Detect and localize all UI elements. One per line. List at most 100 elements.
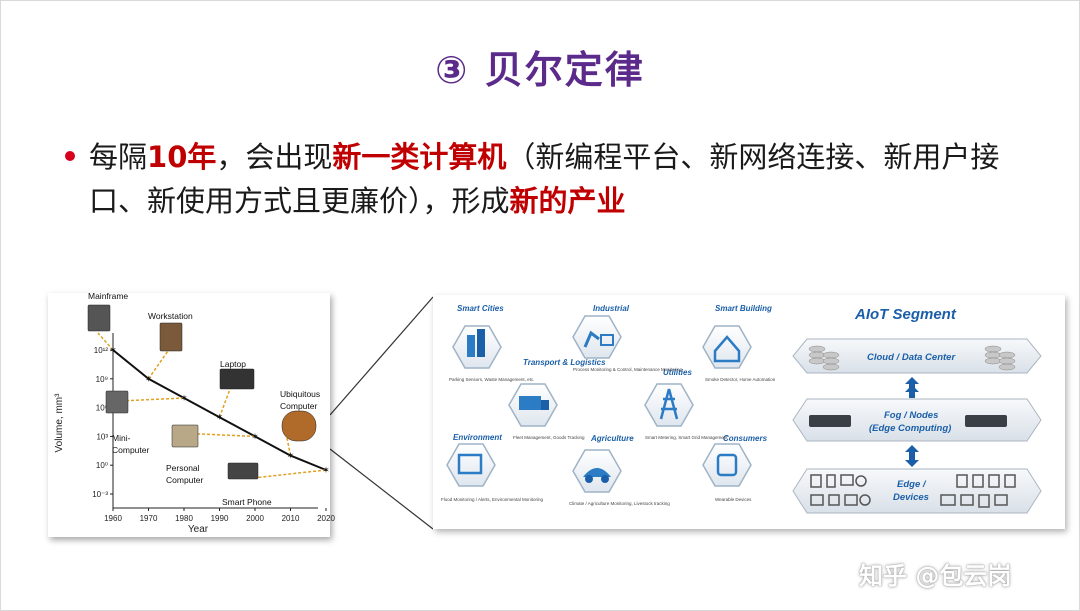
database-icon (808, 345, 1016, 371)
label-utilities: Utilities (663, 368, 692, 377)
connector-line (177, 432, 256, 438)
tier-fog: Fog / Nodes (Edge Computing) (792, 398, 1042, 442)
vertical-industrial (572, 315, 622, 359)
text-part: （新编程平台、新网络连接、新用户接口、新使用方式且更廉价），形成 (89, 140, 1000, 218)
text-part: ，会出现 (216, 140, 333, 174)
laptop-icon (219, 368, 255, 390)
point-label: Computer (280, 401, 317, 411)
power-tower-icon (659, 388, 679, 420)
label-environment: Environment (453, 433, 502, 442)
connector-line (147, 347, 171, 380)
personal-computer-icon (171, 424, 199, 448)
bullet-text: 每隔10年，会出现新一类计算机（新编程平台、新网络连接、新用户接口、新使用方式且… (89, 135, 1039, 223)
y-tick-label: 10³ (96, 432, 108, 441)
desc-environment: Flood Monitoring / Alerts, Environmental… (441, 497, 544, 502)
robot-arm-icon (583, 330, 600, 348)
workstation-icon (159, 322, 183, 352)
down-arrow-icon (905, 454, 919, 467)
y-tick-label: 10¹² (94, 346, 109, 355)
x-tick-label: 1990 (211, 514, 229, 523)
device-icons (810, 474, 1016, 508)
text-part: 每隔 (89, 140, 148, 174)
data-point: ✶ (287, 452, 295, 462)
label-agriculture: Agriculture (590, 434, 634, 443)
monitor-leaf-icon (457, 453, 483, 475)
tier-edge: Edge / Devices (792, 468, 1042, 514)
label-transport: Transport & Logistics (523, 358, 606, 367)
point-label: Mini- (112, 433, 131, 443)
desc-utilities: Smart Metering, Smart Grid Management (645, 435, 728, 440)
data-point: ✶ (216, 413, 224, 423)
data-point: ✶ (145, 375, 153, 385)
data-point: ✶ (180, 394, 188, 404)
x-axis-title: Year (188, 524, 209, 535)
point-label: Ubiquitous (280, 389, 320, 399)
house-wifi-icon (713, 335, 741, 363)
cloud-label: Cloud / Data Center (867, 352, 956, 363)
tier-cloud: Cloud / Data Center (792, 338, 1042, 374)
fog-sublabel: (Edge Computing) (869, 423, 951, 434)
vertical-consumers (702, 443, 752, 487)
bullet-dot-icon (65, 151, 75, 161)
point-label: Mainframe (88, 291, 128, 301)
x-tick-label: 1980 (175, 514, 193, 523)
minicomputer-icon (105, 390, 129, 414)
label-consumers: Consumers (723, 434, 768, 443)
point-label: Computer (166, 475, 203, 485)
vertical-utilities (644, 383, 694, 427)
vertical-smart-cities (452, 325, 502, 369)
mainframe-icon (87, 304, 111, 332)
edge-sublabel: Devices (893, 492, 929, 503)
point-label: Personal (166, 463, 200, 473)
smartwatch-icon (716, 453, 738, 477)
ubiquitous-computer-icon (281, 410, 317, 442)
desc-smart-cities: Parking Sensors, Waste Management, etc. (449, 377, 534, 382)
x-tick-label: 2010 (282, 514, 300, 523)
data-point: ✶ (322, 466, 330, 476)
fog-label: Fog / Nodes (884, 410, 938, 421)
truck-icon (519, 396, 541, 410)
x-tick-label: 2020 (317, 514, 335, 523)
y-tick-label: 10⁹ (96, 375, 108, 384)
aiot-panel: Smart Cities Industrial Smart Building T… (433, 295, 1065, 529)
highlight-new-class: 新一类计算机 (332, 140, 507, 174)
smartphone-icon (227, 462, 259, 480)
vertical-smart-building (702, 325, 752, 369)
highlight-new-industry: 新的产业 (509, 184, 626, 218)
vertical-transport (508, 383, 558, 427)
up-arrow-icon (905, 445, 919, 458)
point-label: Computer (112, 445, 149, 455)
desc-transport: Fleet Management, Goods Tracking (513, 435, 585, 440)
point-label: Workstation (148, 311, 193, 321)
y-axis-title: Volume, mm³ (54, 393, 65, 453)
connector-line (97, 332, 114, 351)
x-tick-label: 1970 (140, 514, 158, 523)
desc-industrial: Process Monitoring & Control, Maintenanc… (573, 367, 683, 372)
aiot-svg: Smart Cities Industrial Smart Building T… (441, 304, 1042, 514)
label-smart-cities: Smart Cities (457, 304, 504, 313)
building-icon (467, 335, 475, 357)
highlight-10-years: 10年 (147, 140, 217, 174)
desc-smart-building: Smoke Detector, Home Automation (705, 377, 776, 382)
x-tick-label: 2000 (246, 514, 264, 523)
tractor-icon (583, 468, 611, 477)
label-smart-building: Smart Building (715, 304, 772, 313)
vertical-environment (446, 443, 496, 487)
edge-label: Edge / (897, 479, 927, 490)
point-label: Smart Phone (222, 497, 272, 507)
gateway-icon (809, 415, 851, 427)
x-tick-label: 1960 (104, 514, 122, 523)
point-label: Laptop (220, 359, 246, 369)
vertical-agriculture (572, 449, 622, 493)
y-tick-label: 10⁻³ (92, 490, 108, 499)
y-tick-label: 10⁶ (96, 404, 108, 413)
desc-agriculture: Climate / Agriculture Monitoring, Livest… (569, 501, 670, 506)
desc-consumers: Wearable Devices (715, 497, 752, 502)
data-point: ✶ (109, 346, 117, 356)
slide-title: ③ 贝尔定律 (435, 48, 645, 92)
connector-line (285, 432, 292, 456)
